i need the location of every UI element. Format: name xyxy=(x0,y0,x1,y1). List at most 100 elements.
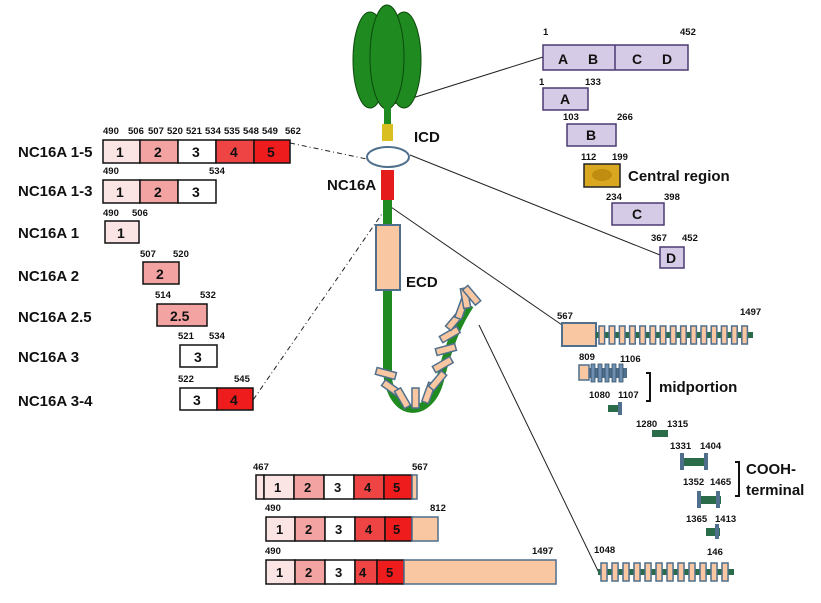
segment-box xyxy=(156,303,208,327)
residue-number: 521 xyxy=(178,331,195,342)
segment-label: 2.5 xyxy=(170,308,190,324)
repeat-segment xyxy=(644,562,652,582)
residue-number: 1497 xyxy=(740,307,761,318)
construct-nc16a-1-5 xyxy=(102,139,291,164)
domain-label: A xyxy=(560,91,570,107)
repeat-segment xyxy=(633,562,641,582)
segment-label: 4 xyxy=(230,392,238,408)
construct-name: NC16A 1-5 xyxy=(18,144,92,161)
residue-number: 1 xyxy=(539,77,545,88)
residue-number: 545 xyxy=(234,374,251,385)
residue-number: 809 xyxy=(579,352,595,363)
segment-label: 5 xyxy=(393,480,400,495)
fragment-1331-1404 xyxy=(680,458,708,466)
cooh-label-line1: COOH- xyxy=(746,461,796,478)
icd-gold-segment xyxy=(382,124,393,141)
construct-name: NC16A 1-3 xyxy=(18,183,92,200)
repeat-segment xyxy=(628,325,636,345)
collagen-coil xyxy=(374,284,482,413)
repeat-segment xyxy=(721,562,729,582)
residue-number: 452 xyxy=(682,233,698,244)
ecd-fragments: 567 1497 809 1106 midportion 1080 1107 1… xyxy=(557,307,804,582)
residue-number: 1048 xyxy=(594,545,615,556)
residue-number: 567 xyxy=(412,462,428,473)
residue-number: 1280 xyxy=(636,419,657,430)
residue-number: 1465 xyxy=(710,477,732,488)
repeat-segment xyxy=(659,325,667,345)
construct-name: NC16A 1 xyxy=(18,225,79,242)
residue-number: 506 xyxy=(132,208,148,219)
residue-number: 490 xyxy=(103,208,119,219)
residue-number: 467 xyxy=(253,462,269,473)
construct-nc16a-3-4 xyxy=(179,387,254,411)
repeat-segment xyxy=(679,325,687,345)
repeat-axis xyxy=(598,569,734,575)
residue-number: 548 xyxy=(243,126,259,137)
repeat-segment xyxy=(598,325,606,345)
construct-name: NC16A 2 xyxy=(18,268,79,285)
residue-number: 112 xyxy=(581,152,596,163)
repeat-segment xyxy=(710,325,718,345)
ecd-label: ECD xyxy=(406,274,438,291)
connector-ecd-top xyxy=(387,204,563,326)
domain-label: B xyxy=(588,51,598,67)
residue-number: 146 xyxy=(707,547,723,558)
construct-name: NC16A 3 xyxy=(18,349,79,366)
repeat-segment xyxy=(699,562,707,582)
segment-label: 5 xyxy=(386,565,393,580)
residue-number: 514 xyxy=(155,290,172,301)
segment-box xyxy=(142,261,180,285)
connector-lines xyxy=(252,56,661,576)
midportion-bracket xyxy=(646,372,651,402)
connector-ecd-bottom xyxy=(478,324,601,576)
cooh-label-line2: terminal xyxy=(746,482,804,499)
residue-number: 534 xyxy=(209,166,226,177)
residue-number: 490 xyxy=(265,503,281,514)
connector-icd-bottom xyxy=(409,154,661,256)
repeat-segment xyxy=(655,562,663,582)
residue-number: 535 xyxy=(224,126,241,137)
stalk-upper xyxy=(384,105,391,125)
fragment-1365-1413 xyxy=(706,528,720,536)
residue-number: 1365 xyxy=(686,514,708,525)
segment-label: 1 xyxy=(274,480,281,495)
residue-number: 520 xyxy=(167,126,183,137)
repeat-segment xyxy=(618,325,626,345)
residue-number: 1 xyxy=(543,27,549,38)
residue-number: 1404 xyxy=(700,441,722,452)
residue-number: 562 xyxy=(285,126,301,137)
repeat-segment xyxy=(600,562,608,582)
domain-d-box xyxy=(659,246,685,269)
cooh-bracket xyxy=(735,461,740,497)
segment-label: 4 xyxy=(359,565,367,580)
fragment-809-1106-ticks xyxy=(590,363,624,383)
connector-nc16a-bottom xyxy=(252,207,387,401)
residue-number: 1107 xyxy=(618,390,639,401)
segment-label: 4 xyxy=(365,522,373,537)
residue-number: 103 xyxy=(563,112,579,123)
residue-number: 1352 xyxy=(683,477,704,488)
domain-label: D xyxy=(662,51,672,67)
nc16a-red-segment xyxy=(381,170,394,200)
segment-label: 1 xyxy=(116,184,124,200)
connector-icd-top xyxy=(389,56,544,106)
repeat-segment xyxy=(669,325,677,345)
fragment-1280-1315 xyxy=(652,430,668,437)
nc16a-constructs: NC16A 1-5 1 2 3 4 5 490 506 507 520 521 … xyxy=(18,126,301,411)
repeat-segment xyxy=(700,325,708,345)
repeat-segment xyxy=(710,562,718,582)
segment-label: 3 xyxy=(192,144,200,160)
repeat-segment xyxy=(611,562,619,582)
head-lobe-center xyxy=(369,4,405,110)
residue-number: 1413 xyxy=(715,514,736,525)
bp180-molecule xyxy=(352,4,422,375)
residue-number: 452 xyxy=(680,27,696,38)
nc16a-label: NC16A xyxy=(327,177,376,194)
residue-number: 490 xyxy=(265,546,281,557)
ecd-full-repeats xyxy=(596,325,753,345)
repeat-segment xyxy=(639,325,647,345)
segment-label: 1 xyxy=(116,144,124,160)
segment-label: 4 xyxy=(230,144,238,160)
residue-number: 1106 xyxy=(620,354,641,365)
bottom-row-1-boxes xyxy=(255,474,413,500)
